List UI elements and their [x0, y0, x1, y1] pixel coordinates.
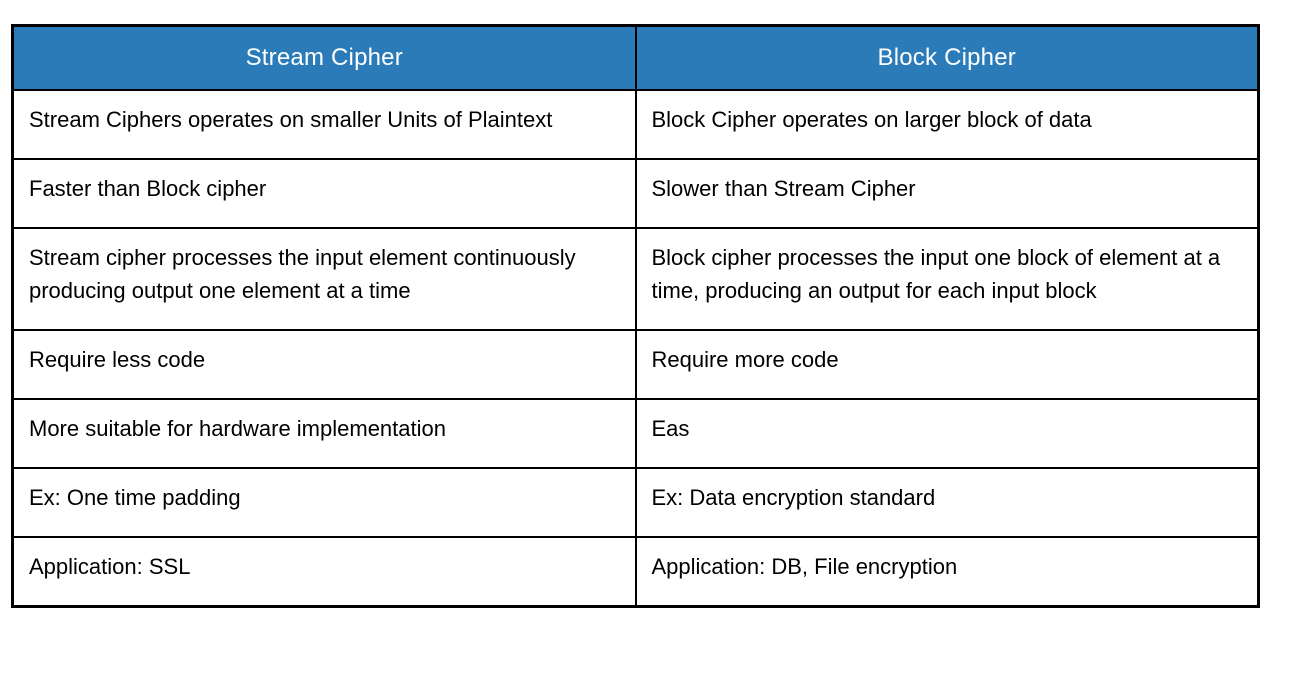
table-row-application: Application: SSL Application: DB, File e… [11, 535, 1260, 607]
block-cipher-cell: Application: DB, File encryption [634, 535, 1260, 607]
block-cipher-cell: Ex: Data encryption standard [634, 466, 1260, 538]
column-header-stream-cipher: Stream Cipher [11, 24, 637, 91]
table-row-unit-size: Stream Ciphers operates on smaller Units… [11, 88, 1260, 160]
block-cipher-cell: Eas [634, 397, 1260, 469]
block-cipher-cell: Block Cipher operates on larger block of… [634, 88, 1260, 160]
table-header-row: Stream Cipher Block Cipher [11, 24, 1260, 91]
stream-cipher-cell: Ex: One time padding [11, 466, 637, 538]
stream-cipher-cell: Stream Ciphers operates on smaller Units… [11, 88, 637, 160]
block-cipher-cell: Block cipher processes the input one blo… [634, 226, 1260, 331]
stream-cipher-cell: Faster than Block cipher [11, 157, 637, 229]
stream-cipher-cell: Stream cipher processes the input elemen… [11, 226, 637, 331]
stream-cipher-cell: Require less code [11, 328, 637, 400]
table-row-processing: Stream cipher processes the input elemen… [11, 226, 1260, 331]
block-cipher-cell: Require more code [634, 328, 1260, 400]
block-cipher-cell: Slower than Stream Cipher [634, 157, 1260, 229]
table-row-speed: Faster than Block cipher Slower than Str… [11, 157, 1260, 229]
cipher-comparison-table-container: Stream Cipher Block Cipher Stream Cipher… [11, 24, 1260, 608]
column-header-block-cipher: Block Cipher [634, 24, 1260, 91]
table-row-example: Ex: One time padding Ex: Data encryption… [11, 466, 1260, 538]
stream-cipher-cell: More suitable for hardware implementatio… [11, 397, 637, 469]
table-row-implementation: More suitable for hardware implementatio… [11, 397, 1260, 469]
stream-cipher-cell: Application: SSL [11, 535, 637, 607]
table-row-code-size: Require less code Require more code [11, 328, 1260, 400]
cipher-comparison-table: Stream Cipher Block Cipher Stream Cipher… [11, 24, 1260, 608]
